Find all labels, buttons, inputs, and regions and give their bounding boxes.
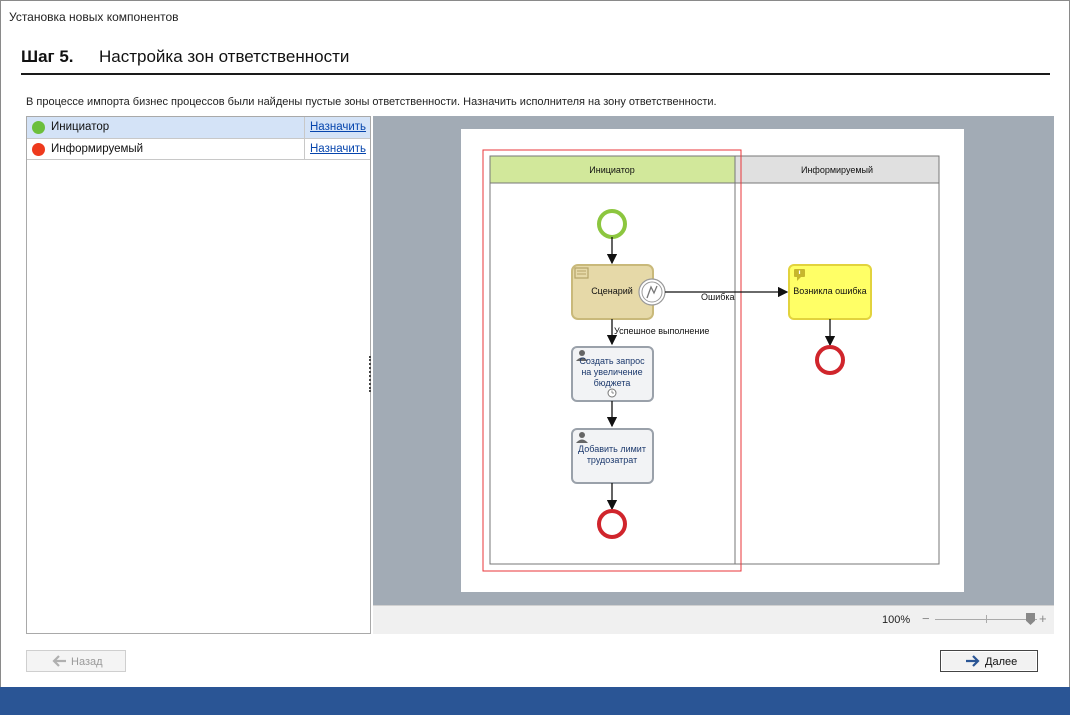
zoom-slider-tick [986,615,987,623]
error-boundary-inner [641,281,663,303]
lightning-icon [646,285,658,299]
task-script-label: Сценарий [591,286,633,296]
step-title: Настройка зон ответственности [99,47,350,66]
window-title: Установка новых компонентов [9,10,179,24]
task-add-limit-line2: трудозатрат [587,455,637,465]
flow-label-error: Ошибка [701,292,735,302]
lane-row-initiator[interactable]: Инициатор Назначить [27,117,370,138]
flow-label-success: Успешное выполнение [614,326,709,336]
lanes-list: Инициатор Назначить Информируемый Назнач… [26,116,371,634]
user-task-icon [576,432,588,443]
lane-row-informed[interactable]: Информируемый Назначить [27,138,370,160]
lane-selection-frame [482,149,742,572]
step-header: Шаг 5. Настройка зон ответственности [21,47,1050,75]
next-button[interactable]: Далее [940,650,1038,672]
end-event-icon[interactable] [597,509,627,539]
task-create-request-line1: Создать запрос [579,356,645,366]
zoom-bar: 100% − + [373,605,1054,634]
back-button[interactable]: Назад [26,650,126,672]
back-button-label: Назад [71,656,103,668]
description-text: В процессе импорта бизнес процессов были… [26,96,717,108]
zoom-out-button[interactable]: − [922,611,930,626]
lane-name: Инициатор [51,121,110,133]
zoom-level: 100% [882,614,911,626]
task-add-limit-line1: Добавить лимит [578,444,646,454]
panel-splitter-handle[interactable] [369,356,373,392]
status-green-icon [32,121,45,134]
diagram-viewport[interactable]: Инициатор Информируемый Сценарий [373,116,1054,605]
assign-link-informed[interactable]: Назначить [310,143,367,155]
task-create-request-line2: на увеличение [581,367,642,377]
arrow-right-icon [966,655,980,667]
zoom-in-button[interactable]: + [1039,611,1047,626]
diagram-page: Инициатор Информируемый Сценарий [461,129,964,592]
script-icon [574,267,589,279]
arrow-left-icon [52,655,66,667]
task-error-label: Возникла ошибка [793,286,866,296]
pool-label-initiator: Инициатор [589,165,635,175]
pool-header-initiator [489,155,736,184]
next-button-label: Далее [985,656,1018,668]
lane-name: Информируемый [51,143,144,155]
pool-header-informed [734,155,940,184]
status-red-icon [32,143,45,156]
assign-cell: Назначить [304,139,370,159]
pool-informed [734,155,940,565]
message-icon [794,269,805,281]
user-task-icon [576,350,588,361]
pool-label-informed: Информируемый [801,165,873,175]
start-event-icon[interactable] [597,209,627,239]
footer-bar [0,687,1070,715]
end-event-icon[interactable] [815,345,845,375]
assign-link-initiator[interactable]: Назначить [310,121,367,133]
task-create-request-line3: бюджета [594,378,631,388]
bpmn-diagram: Инициатор Информируемый Сценарий [482,149,940,572]
assign-cell: Назначить [304,117,370,138]
timer-icon [607,388,617,398]
step-number: Шаг 5. [21,47,74,66]
zoom-slider-thumb[interactable] [1026,613,1035,625]
